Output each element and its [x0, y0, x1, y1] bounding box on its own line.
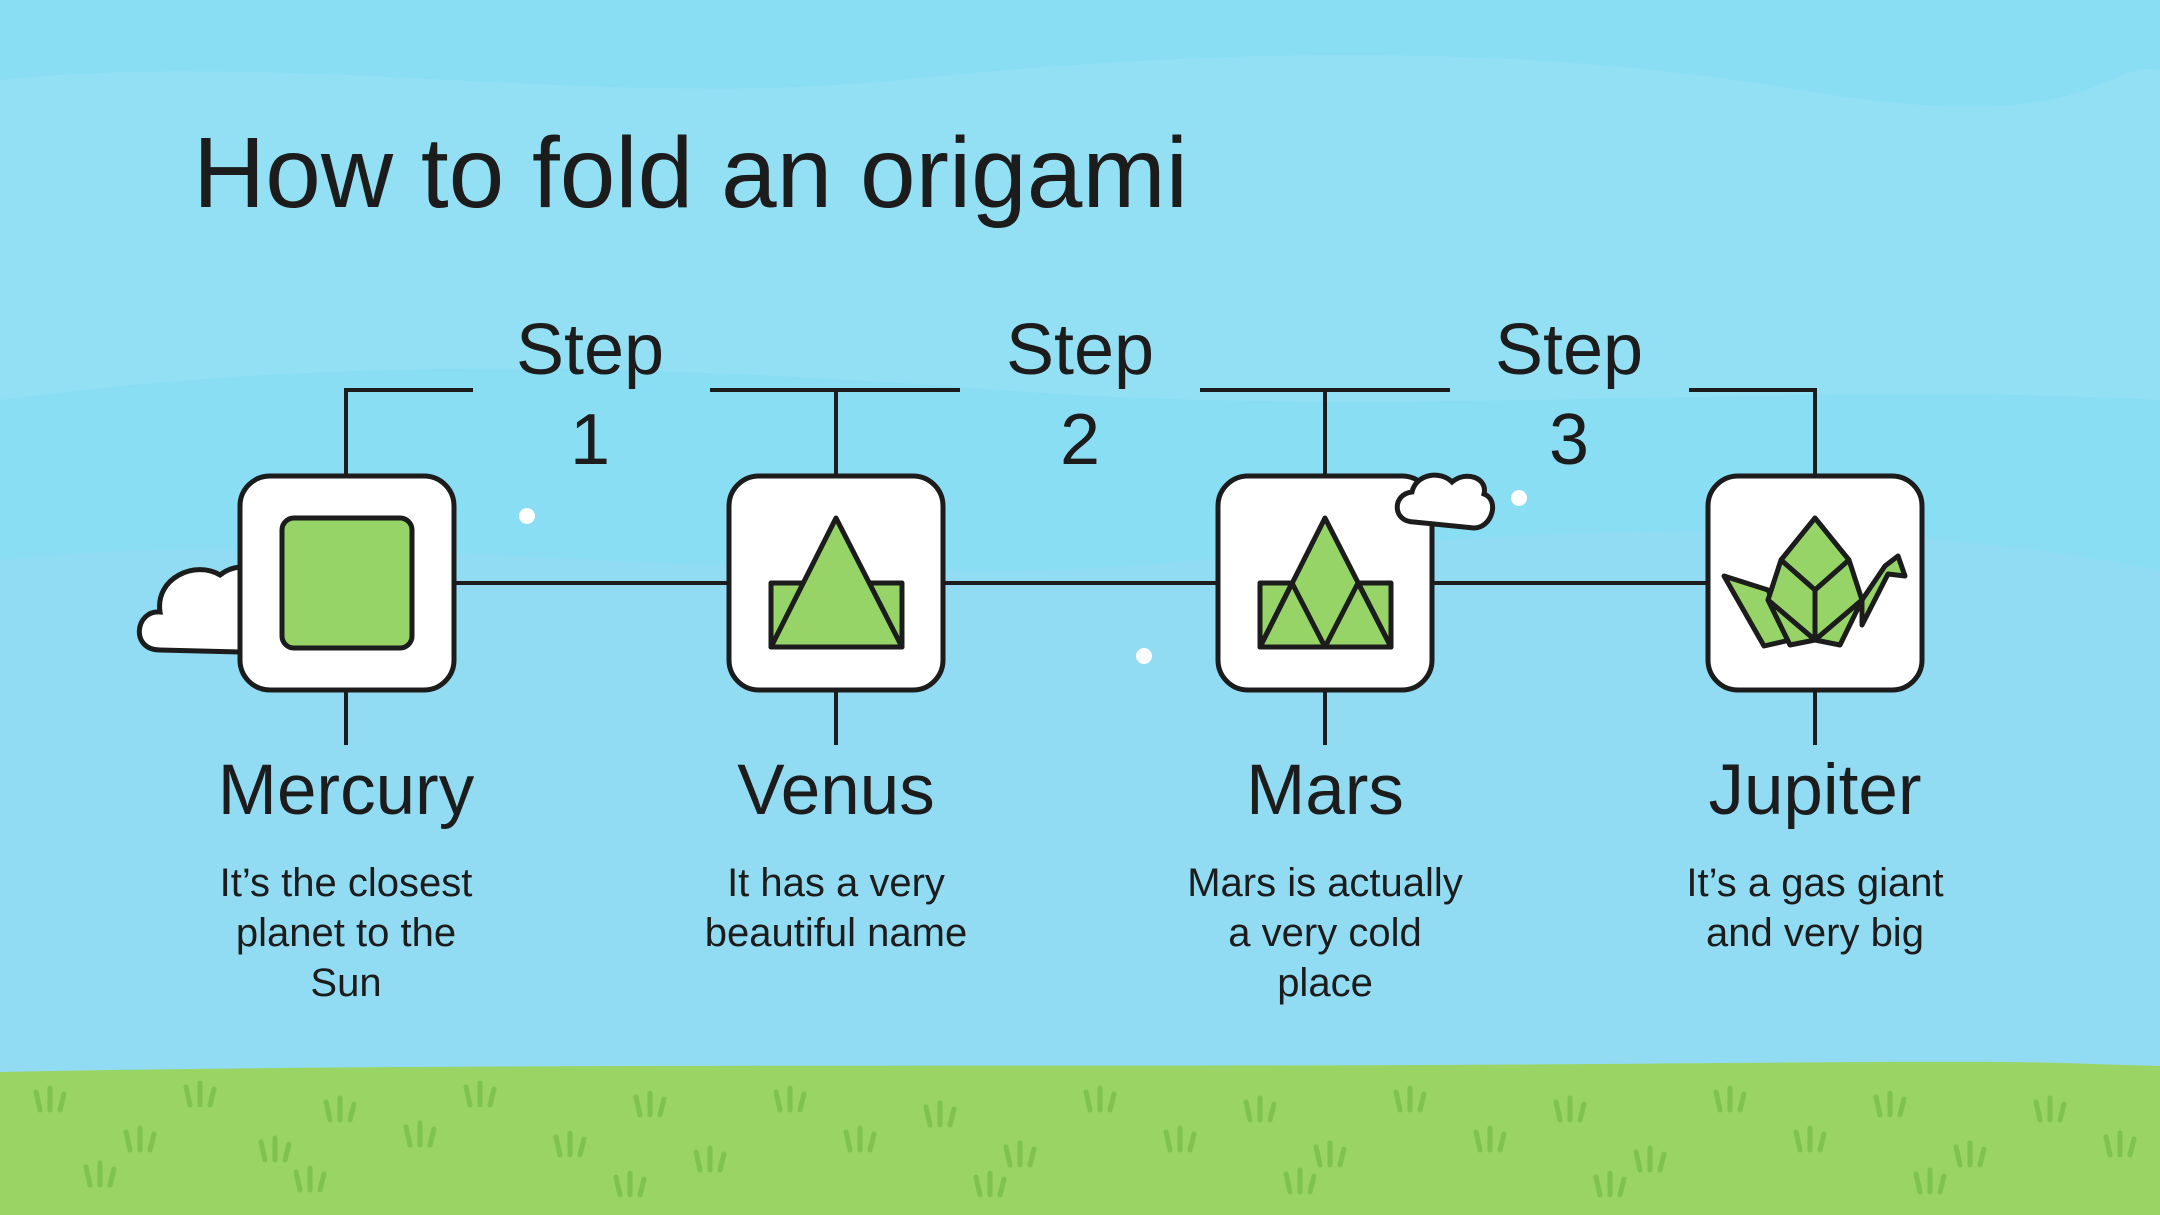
grass-tuft — [83, 1160, 117, 1188]
grass-tuft — [1593, 1170, 1627, 1198]
grass-tuft — [633, 1090, 667, 1118]
node-desc-mercury: It’s the closest planet to the Sun — [219, 861, 473, 1005]
grass-tuft — [553, 1130, 587, 1158]
grass-tuft — [258, 1135, 292, 1163]
node-title-jupiter: Jupiter — [1708, 751, 1922, 830]
grass-tuft — [973, 1170, 1007, 1198]
node-desc-jupiter: It’s a gas giant and very big — [1686, 861, 1944, 955]
grass-tuft — [403, 1120, 437, 1148]
grass-tuft — [1393, 1085, 1427, 1113]
grass-tuft — [1553, 1095, 1587, 1123]
card-venus — [726, 473, 946, 693]
grass-tuft — [1243, 1095, 1277, 1123]
grass-tuft — [1633, 1145, 1667, 1173]
grass-tuft — [1313, 1140, 1347, 1168]
grass-tuft — [1003, 1140, 1037, 1168]
step-label-1: Step 1 — [490, 305, 690, 485]
sparkle-dot — [519, 508, 535, 524]
node-title-mars: Mars — [1246, 751, 1404, 830]
grass-tuft — [463, 1080, 497, 1108]
grass-tuft — [323, 1095, 357, 1123]
grass-tuft — [2033, 1095, 2067, 1123]
timeline-lines — [344, 388, 1817, 745]
page-title: How to fold an origami — [193, 117, 1188, 229]
grass-tuft — [183, 1080, 217, 1108]
grass-tufts — [33, 1080, 2137, 1198]
grass-tuft — [1793, 1125, 1827, 1153]
grass-tuft — [1913, 1167, 1947, 1195]
card-mars — [1215, 473, 1435, 693]
green-square-icon — [279, 515, 415, 651]
node-desc-venus: It has a very beautiful name — [704, 861, 968, 955]
card-jupiter — [1705, 473, 1925, 693]
grass-tuft — [923, 1100, 957, 1128]
grass-tuft — [1163, 1125, 1197, 1153]
sky-band-lower — [0, 531, 2160, 1080]
sparkle-dot — [1136, 648, 1152, 664]
grass-tuft — [693, 1145, 727, 1173]
grass-tuft — [1473, 1125, 1507, 1153]
grass-tuft — [1083, 1085, 1117, 1113]
folded-mountain-icon — [1257, 515, 1394, 650]
node-desc-mars: Mars is actually a very cold place — [1187, 861, 1463, 1005]
grass-tuft — [613, 1170, 647, 1198]
step-text: Step 3 — [1494, 310, 1644, 480]
node-title-mercury: Mercury — [217, 751, 475, 830]
step-label-3: Step 3 — [1469, 305, 1669, 485]
bracket-left-1 — [344, 388, 473, 475]
grass-tuft — [293, 1165, 327, 1193]
card-mercury — [237, 473, 457, 693]
sparkle-dot — [1511, 490, 1527, 506]
grass-tuft — [1873, 1090, 1907, 1118]
paper-crane-icon — [1721, 515, 1908, 649]
grass — [0, 1061, 2160, 1215]
grass-tuft — [1953, 1140, 1987, 1168]
grass-tuft — [773, 1085, 807, 1113]
cloud-right — [1394, 472, 1496, 531]
grass-tuft — [33, 1085, 67, 1113]
step-label-2: Step 2 — [980, 305, 1180, 485]
step-text: Step 2 — [1005, 310, 1155, 480]
node-title-venus: Venus — [737, 751, 935, 830]
grass-tuft — [2103, 1130, 2137, 1158]
grass-tuft — [843, 1125, 877, 1153]
bracket-right-4 — [1689, 388, 1817, 475]
grass-tuft — [1283, 1167, 1317, 1195]
sky-band-light — [0, 55, 2160, 402]
grass-tuft — [123, 1125, 157, 1153]
folded-triangle-icon — [768, 515, 905, 650]
step-text: Step 1 — [515, 310, 665, 480]
grass-tuft — [1713, 1085, 1747, 1113]
